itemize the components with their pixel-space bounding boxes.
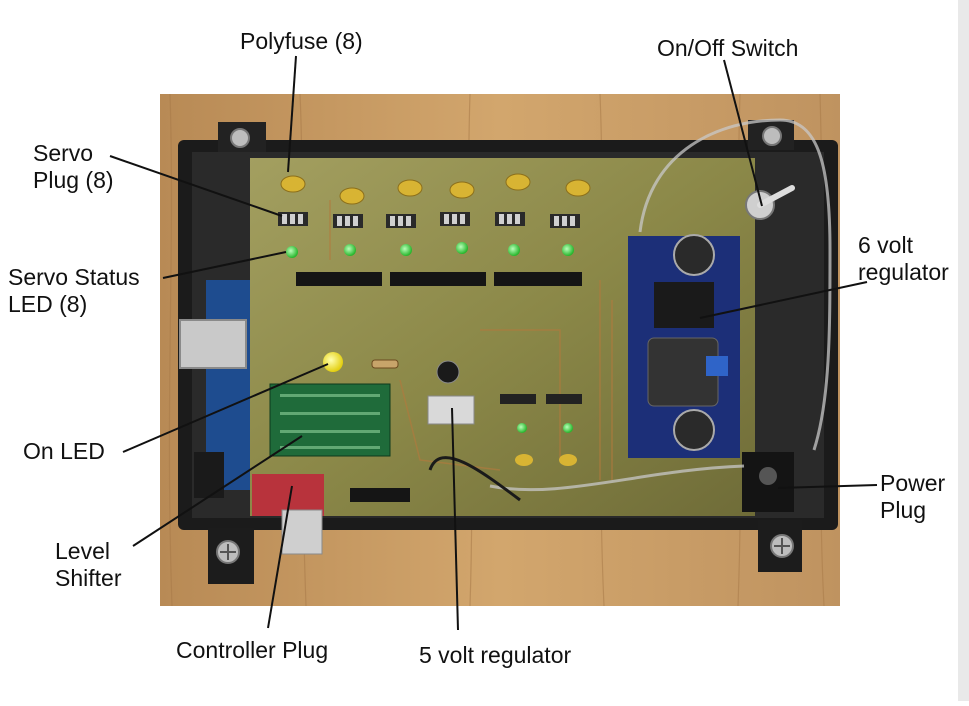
servo-status-leds	[286, 242, 574, 258]
header-rows	[296, 272, 582, 502]
label-on-led: On LED	[23, 438, 105, 464]
label-power-plug: Power Plug	[880, 470, 946, 523]
wires	[489, 118, 832, 492]
label-polyfuse: Polyfuse (8)	[240, 28, 363, 54]
right-edge-strip	[958, 0, 969, 701]
mounting-tabs	[208, 120, 802, 584]
polyfuses	[280, 173, 591, 205]
five-volt-regulator-body	[427, 395, 475, 425]
label-level-shifter: Level Shifter	[55, 538, 122, 591]
label-five-volt-regulator: 5 volt regulator	[419, 642, 572, 668]
small-headers	[500, 394, 582, 404]
usb-connector	[179, 319, 247, 369]
servo-pins	[282, 214, 575, 226]
label-servo-plug: Servo Plug (8)	[33, 140, 114, 193]
on-led	[323, 352, 343, 372]
label-servo-status-led: Servo Status LED (8)	[8, 264, 140, 317]
label-six-volt-regulator: 6 volt regulator	[858, 232, 949, 285]
label-controller-plug: Controller Plug	[176, 637, 329, 663]
capacitor	[436, 360, 460, 384]
leader-lines	[109, 55, 878, 631]
label-onoff-switch: On/Off Switch	[657, 35, 799, 61]
